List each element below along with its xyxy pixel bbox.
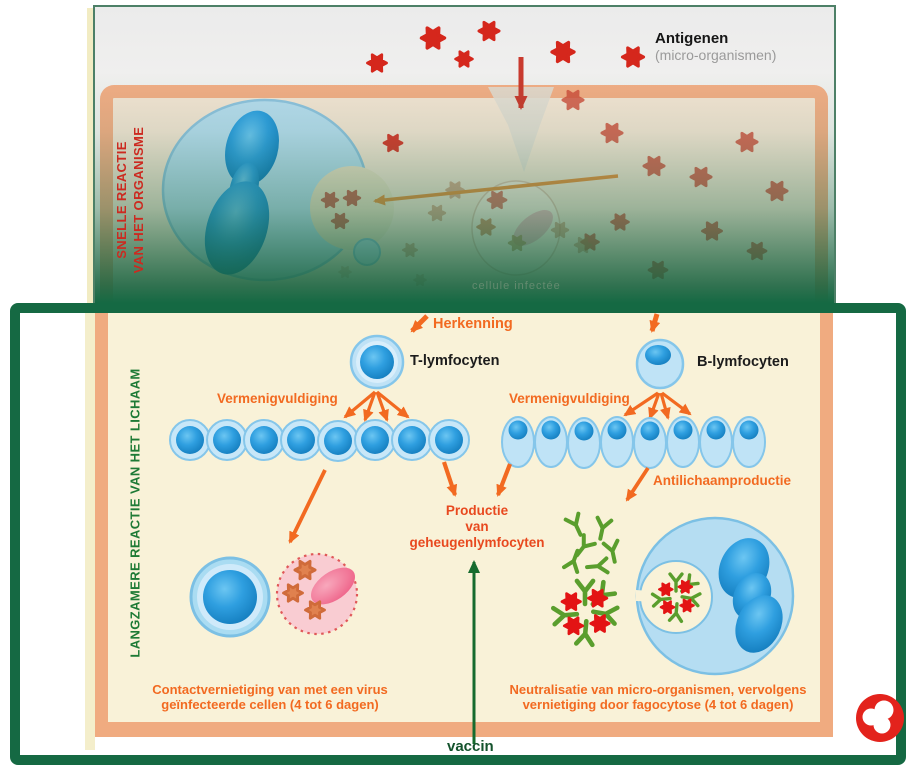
- killer-t-cell: [189, 556, 271, 638]
- multiplication-left-label: Vermenigvuldiging: [217, 391, 338, 406]
- antibody-production-label: Antilichaamproductie: [653, 473, 792, 488]
- t-cell-row: [169, 419, 470, 462]
- multiplication-arrows-left: [343, 390, 410, 422]
- multiplication-right-label: Vermenigvuldiging: [509, 391, 630, 406]
- trefoil-logo-icon: [856, 694, 904, 742]
- caption-neutralisation: Neutralisatie van micro-organismen, verv…: [509, 682, 807, 713]
- immune-complex: [553, 581, 617, 645]
- antigen-stars-in-skin: [561, 89, 789, 280]
- infected-cell-bottom: [275, 552, 359, 636]
- antigen-sublabel: (micro-organismen): [655, 47, 777, 63]
- page-edge-strip-bottom: [85, 313, 95, 750]
- macrophage-top: [161, 98, 394, 282]
- recognition-label: Herkenning: [433, 316, 513, 332]
- caption-contact-destruction: Contactvernietiging van met een virus ge…: [152, 682, 388, 713]
- memory-production-label: Productie van geheugenlymfocyten: [409, 503, 545, 550]
- outcome-arrows: [288, 461, 650, 544]
- infected-cell-faded: [471, 180, 561, 276]
- t-lymphocyte-cell: [349, 334, 405, 390]
- vaccine-label: vaccin: [447, 738, 494, 755]
- macrophage-bottom: [635, 516, 795, 676]
- t-lymphocyte-label: T-lymfocyten: [410, 353, 500, 369]
- slow-response-side-label: LANGZAMERE REACTIE VAN HET LICHAAM: [127, 368, 143, 658]
- fast-response-side-label: SNELLE REACTIE VAN HET ORGANISME: [114, 126, 146, 274]
- b-lymphocyte-label: B-lymfocyten: [697, 354, 789, 370]
- page-edge-strip-top: [87, 8, 93, 304]
- recognition-arrows: [410, 313, 661, 333]
- b-cell-row: [501, 416, 766, 469]
- antigen-label: Antigenen: [655, 30, 729, 47]
- infected-cell-caption: cellule infectée: [472, 280, 561, 292]
- slow-response-graphics: [169, 313, 795, 744]
- b-lymphocyte-cell: [635, 338, 685, 390]
- multiplication-arrows-right: [623, 391, 692, 420]
